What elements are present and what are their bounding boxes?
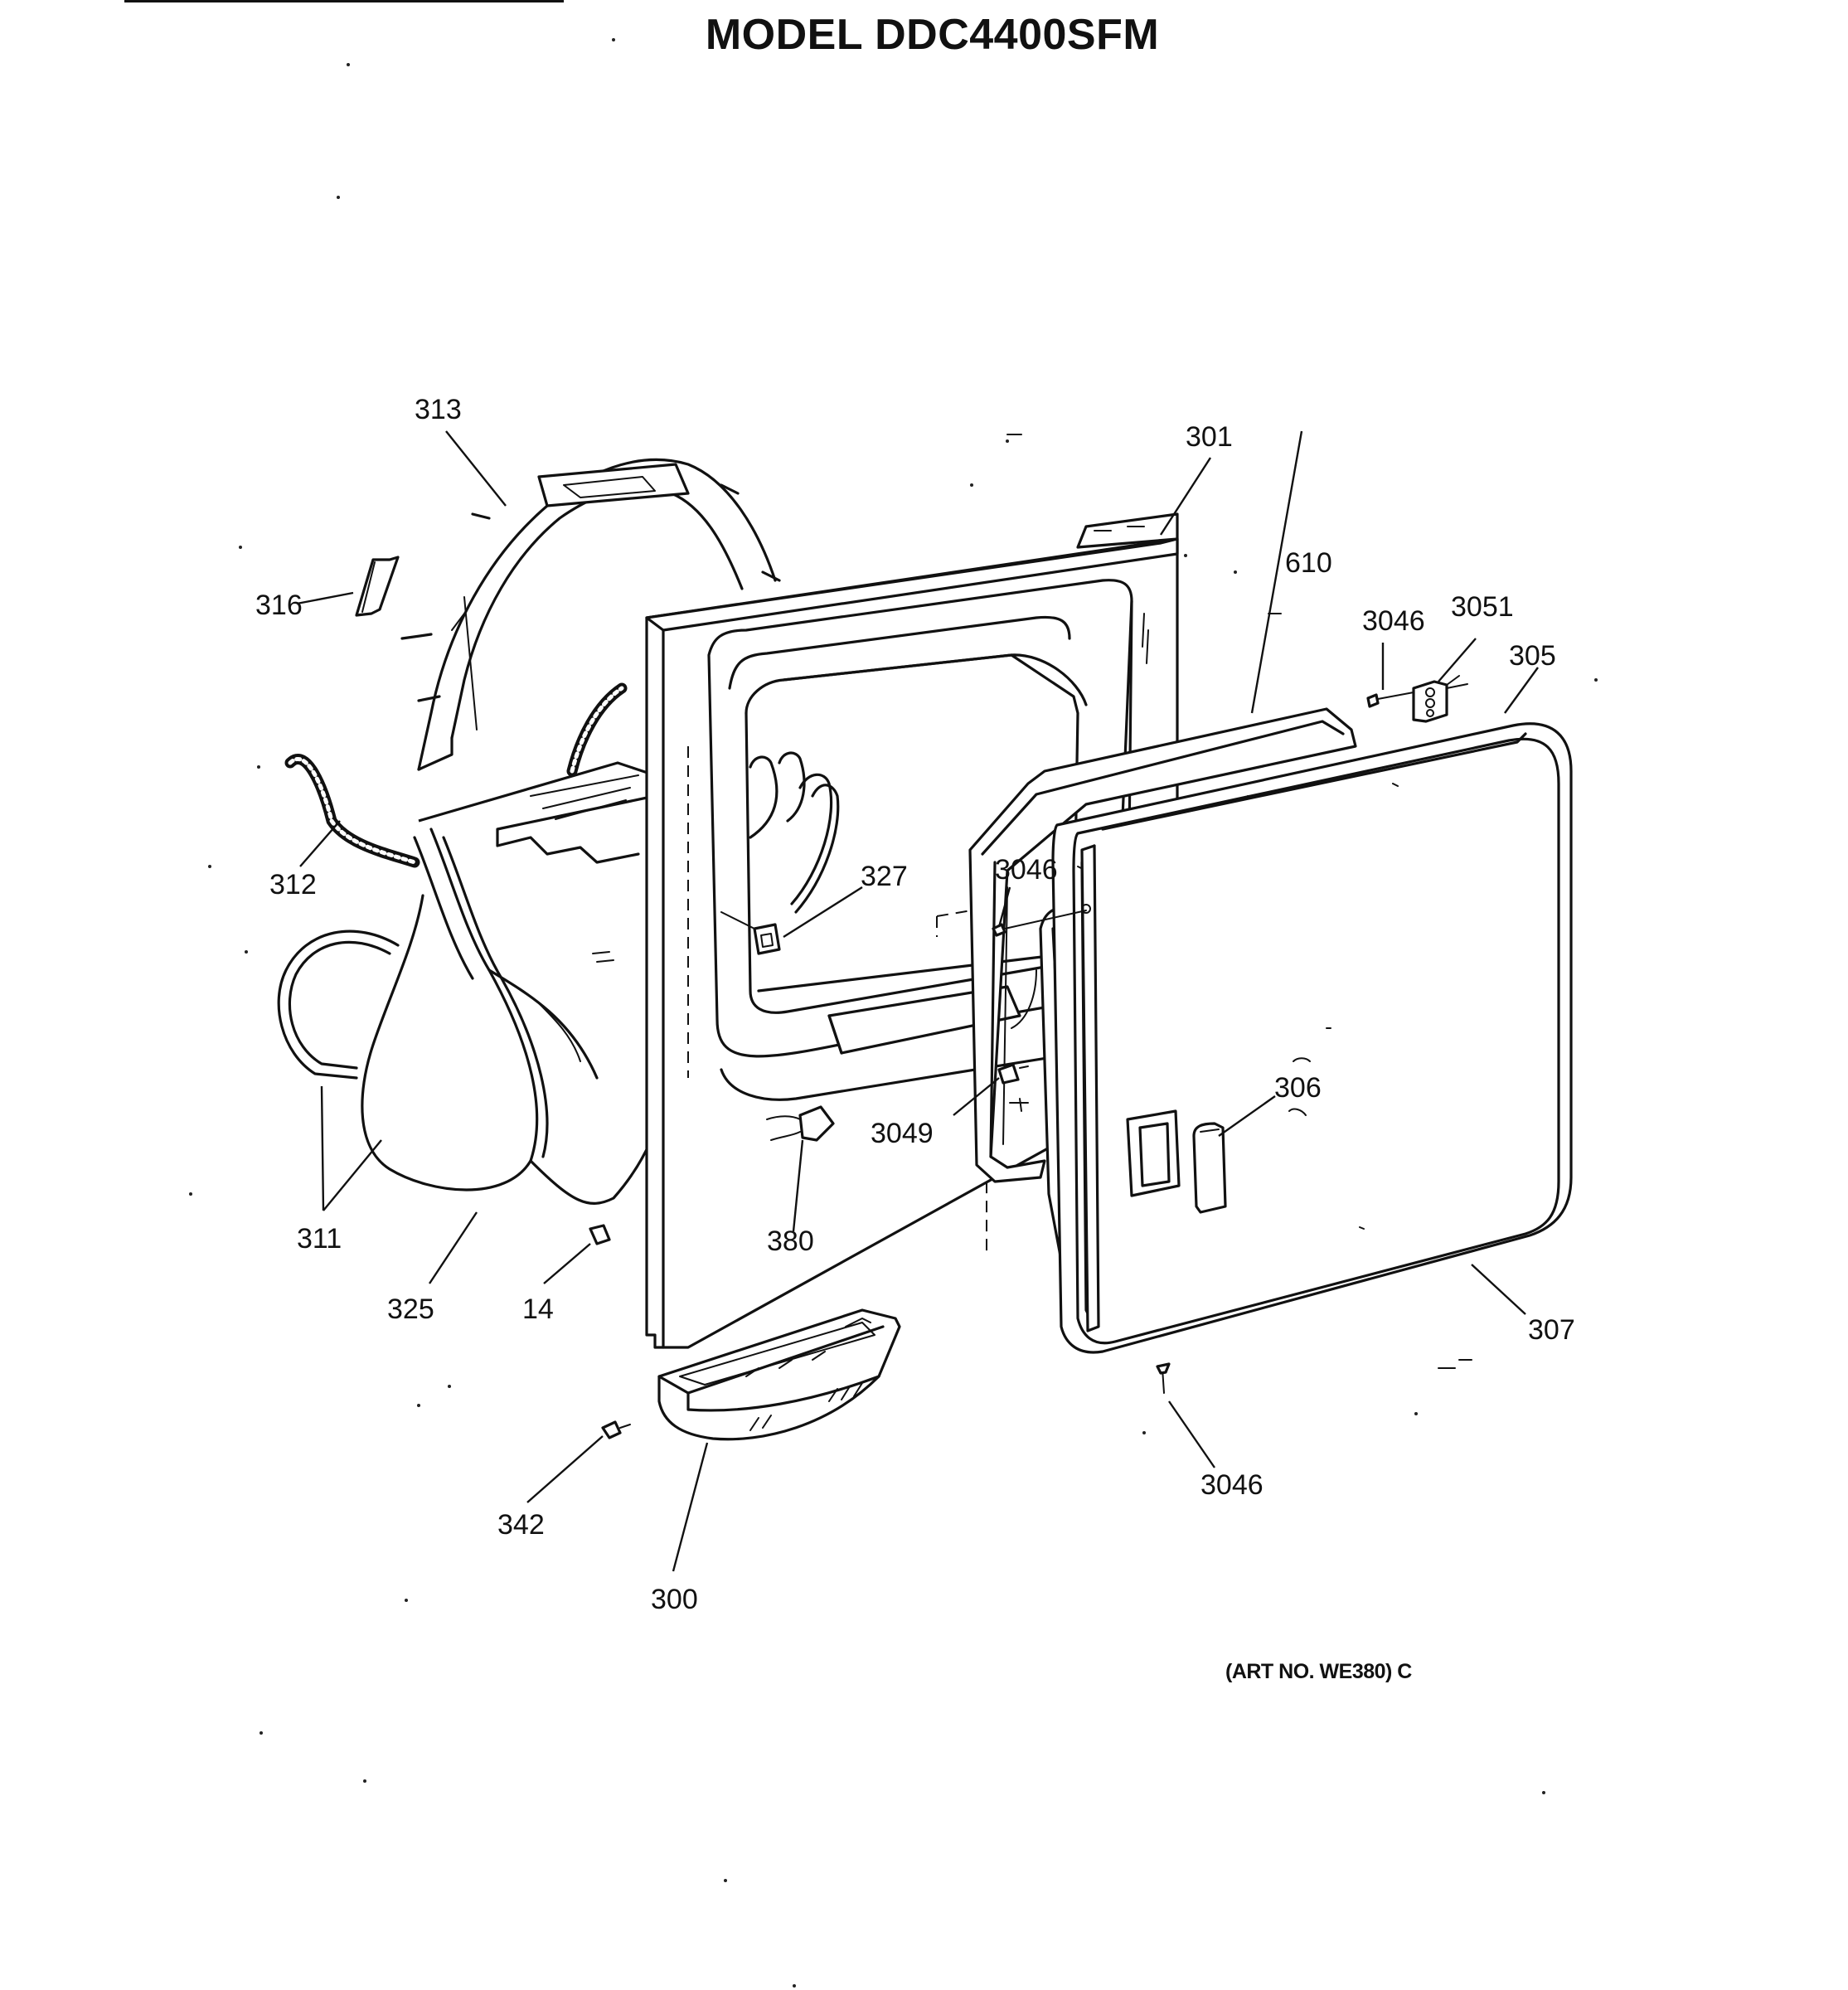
part-380-sensor: [766, 1105, 835, 1142]
label-610: 610: [1285, 547, 1332, 579]
leader-lines: [296, 430, 1539, 1572]
part-313-bearing-ring: [400, 458, 781, 771]
label-301: 301: [1186, 421, 1233, 453]
label-3051: 3051: [1451, 591, 1514, 623]
part-3046-screw-top: [1366, 692, 1414, 708]
label-306: 306: [1274, 1072, 1322, 1104]
page-title: MODEL DDC4400SFM: [705, 11, 1160, 59]
label-380: 380: [767, 1226, 814, 1257]
part-610-door-gasket: [968, 707, 1357, 1183]
part-300-bezel: [657, 1308, 901, 1441]
part-3046-screw-middle: [992, 904, 1091, 937]
scan-specks: [189, 38, 1598, 1988]
part-14-knob: [589, 1224, 611, 1245]
label-325: 325: [387, 1294, 434, 1325]
label-342: 342: [497, 1509, 545, 1541]
part-3046-screw-bottom: [1156, 1362, 1171, 1394]
part-labels: 313 301 610 3046 3051 305 316 312 327 30…: [255, 394, 1575, 1615]
label-14: 14: [522, 1294, 554, 1325]
part-342-screw: [601, 1420, 631, 1439]
part-316-pad: [355, 556, 400, 617]
part-325-duct-shield: [361, 761, 673, 1205]
part-306-handle: [1192, 1122, 1227, 1214]
art-number: (ART NO. WE380) C: [1225, 1660, 1412, 1683]
door-handle-recess: [1126, 1109, 1181, 1197]
part-327-door-switch: [720, 751, 840, 955]
label-311: 311: [297, 1223, 342, 1255]
part-305-door-panel: [1051, 722, 1573, 1354]
label-3046-middle: 3046: [995, 854, 1058, 886]
part-3049-clip: [997, 1063, 1029, 1085]
label-307: 307: [1528, 1314, 1575, 1346]
alignment-guides: [936, 906, 987, 1252]
label-316: 316: [255, 590, 303, 621]
label-3046-top: 3046: [1362, 605, 1425, 637]
label-313: 313: [415, 394, 462, 425]
label-300: 300: [651, 1584, 698, 1615]
part-312-felt-seal: [284, 682, 628, 868]
label-312: 312: [269, 869, 317, 900]
label-3046-bottom: 3046: [1200, 1469, 1264, 1501]
label-3049: 3049: [871, 1118, 934, 1149]
top-rule: [124, 0, 564, 2]
label-327: 327: [861, 861, 908, 892]
part-311-seal-ring: [277, 929, 400, 1080]
part-3051-hinge: [1412, 675, 1468, 723]
label-305: 305: [1509, 640, 1556, 672]
